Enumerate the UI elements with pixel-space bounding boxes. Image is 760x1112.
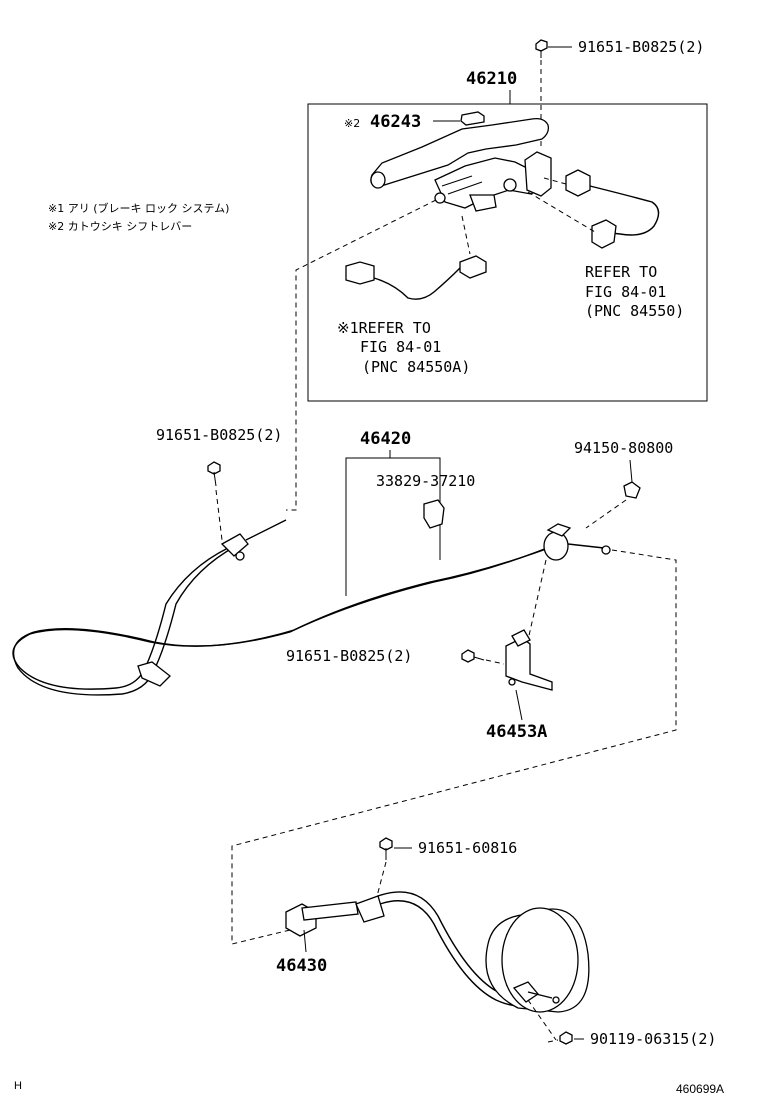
bolt-lower-icon xyxy=(379,837,393,860)
bracket-46453a-icon xyxy=(505,629,553,691)
label-46420: 46420 xyxy=(360,429,411,449)
label-46210: 46210 xyxy=(466,69,517,89)
assembly-box xyxy=(307,103,708,402)
label-bolt-lower: 91651-60816 xyxy=(418,839,517,857)
note-1: ※1 アリ (ブレーキ ロック システム) xyxy=(48,201,229,215)
clamp-icon xyxy=(623,481,641,499)
bracket-left-icon xyxy=(137,661,171,687)
refer-left-line1: ※1REFER TO xyxy=(337,319,431,337)
label-46243: 46243 xyxy=(370,112,421,132)
refer-right-line1: REFER TO xyxy=(585,263,657,281)
label-bolt-bottom: 90119-06315(2) xyxy=(590,1030,716,1048)
knob-cap-icon xyxy=(460,111,485,126)
bolt-bottom-icon xyxy=(559,1031,573,1045)
refer-left-line3: (PNC 84550A) xyxy=(362,358,470,376)
cable-end-left-icon xyxy=(220,519,287,561)
label-46453a: 46453A xyxy=(486,722,547,742)
note-2: ※2 カトウシキ シフトレバー xyxy=(48,220,192,233)
front-cable xyxy=(12,543,561,690)
bolt-top-icon xyxy=(535,39,548,58)
mark-46243: ※2 xyxy=(344,117,360,130)
refer-left-line2: FIG 84-01 xyxy=(360,338,441,356)
label-94150: 94150-80800 xyxy=(574,439,673,457)
switch-connector-left-icon xyxy=(345,255,487,300)
bolt-mid-icon xyxy=(461,649,485,663)
clip-icon xyxy=(423,499,445,529)
refer-right-line3: (PNC 84550) xyxy=(585,302,684,320)
label-bolt-left: 91651-B0825(2) xyxy=(156,426,282,444)
label-33829: 33829-37210 xyxy=(376,472,475,490)
bolt-left-icon xyxy=(207,461,221,487)
footer-left-mark: H xyxy=(14,1080,22,1092)
refer-right-line2: FIG 84-01 xyxy=(585,283,666,301)
parking-lever-icon xyxy=(370,117,552,212)
drum-brake-icon xyxy=(485,907,590,1013)
label-bolt-top: 91651-B0825(2) xyxy=(578,38,704,56)
switch-connector-right-icon xyxy=(565,169,660,249)
label-46430: 46430 xyxy=(276,956,327,976)
equalizer-icon xyxy=(543,523,611,561)
rear-cable-icon xyxy=(285,891,529,1007)
label-bolt-mid: 91651-B0825(2) xyxy=(286,647,412,665)
diagram-code: 460699A xyxy=(676,1082,725,1096)
